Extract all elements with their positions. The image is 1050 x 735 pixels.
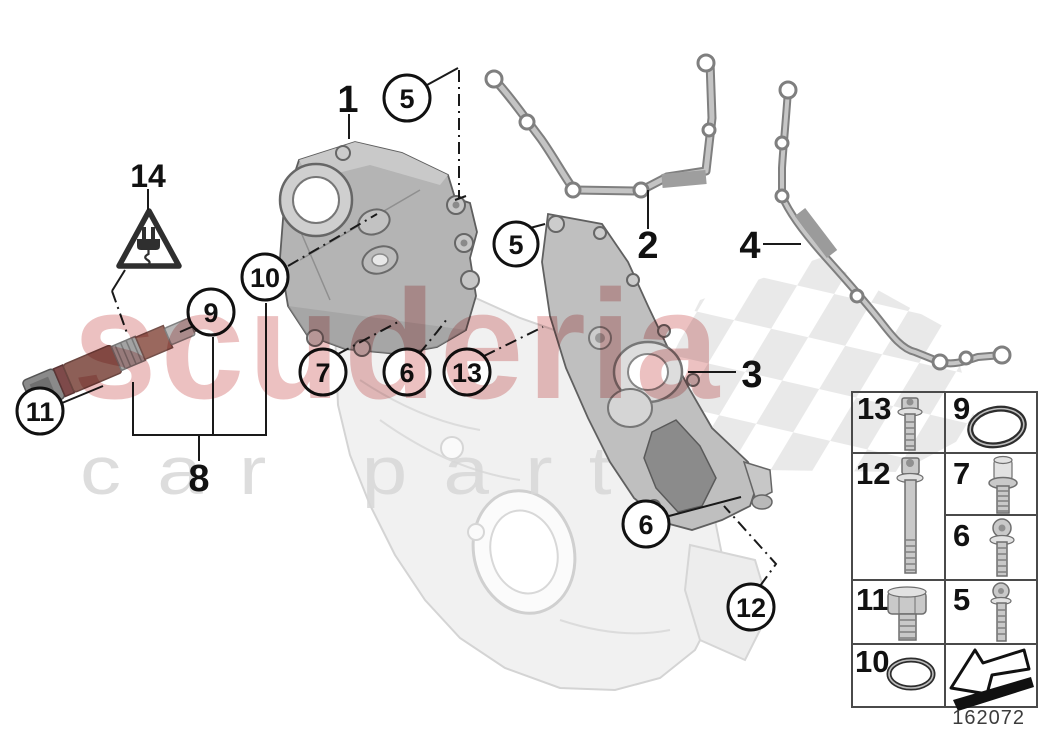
svg-text:7: 7 — [953, 456, 970, 491]
callout-label-1[interactable]: 1 — [337, 79, 358, 121]
parts-grid: 13 9 12 — [851, 391, 1038, 711]
svg-text:5: 5 — [399, 84, 414, 114]
grid-cell-12[interactable]: 12 — [856, 456, 924, 574]
svg-text:10: 10 — [250, 263, 280, 293]
grid-cell-9[interactable]: 9 — [953, 391, 1027, 449]
electrical-plug-icon — [137, 227, 160, 268]
svg-text:10: 10 — [855, 644, 889, 679]
svg-text:11: 11 — [26, 397, 55, 427]
callout-circle-6-upper[interactable]: 6 — [382, 347, 432, 397]
grid-cell-6[interactable]: 6 — [953, 518, 1015, 577]
timing-cover-part-3[interactable] — [541, 212, 773, 531]
callout-circle-5-top[interactable]: 5 — [382, 73, 432, 123]
gasket-part-4[interactable] — [774, 80, 1012, 371]
leader-lines — [61, 67, 801, 587]
svg-text:11: 11 — [856, 582, 889, 617]
svg-text:6: 6 — [399, 358, 414, 388]
callout-label-2[interactable]: 2 — [637, 225, 658, 267]
bracket-8 — [132, 303, 267, 461]
torx-flange-bolt-medium-icon — [989, 518, 1015, 577]
grid-cell-10[interactable]: 10 — [855, 644, 936, 691]
svg-text:6: 6 — [953, 518, 970, 553]
grid-cell-7[interactable]: 7 — [953, 455, 1018, 514]
callout-circle-11[interactable]: 11 — [15, 386, 65, 436]
svg-text:12: 12 — [736, 593, 766, 623]
callout-circle-12[interactable]: 12 — [726, 582, 776, 632]
callout-circle-10[interactable]: 10 — [240, 252, 290, 302]
chain-guide — [643, 419, 717, 513]
gasket-part-2[interactable] — [484, 53, 717, 199]
svg-text:5: 5 — [508, 230, 523, 260]
cylinder-head-collar-bolt-icon — [988, 455, 1018, 514]
upper-timing-cover-part-1[interactable] — [278, 141, 480, 357]
warning-triangle-icon — [116, 208, 182, 269]
grid-cell-13[interactable]: 13 — [857, 391, 923, 451]
doc-number: 162072 — [952, 707, 1025, 729]
grid-cell-11[interactable]: 11 — [856, 582, 927, 641]
watermark-brand: scuderia — [73, 258, 723, 431]
continuation-arrow-icon — [949, 648, 1034, 711]
o-ring-icon — [967, 405, 1027, 449]
hex-flange-bolt-icon — [887, 586, 927, 641]
o-ring-small-icon — [886, 657, 936, 691]
long-torx-flange-bolt-icon — [896, 457, 924, 574]
torx-flange-bolt-icon — [897, 397, 923, 451]
long-torx-bolt-thin-icon — [990, 582, 1012, 642]
callout-circle-13[interactable]: 13 — [442, 347, 492, 397]
svg-text:9: 9 — [203, 298, 218, 328]
callout-label-3[interactable]: 3 — [741, 354, 762, 396]
callout-circle-9[interactable]: 9 — [186, 287, 236, 337]
checkered-flag-watermark — [640, 258, 978, 472]
watermark-tagline: car parts — [80, 433, 725, 509]
callout-label-14[interactable]: 14 — [130, 158, 166, 194]
callout-label-4[interactable]: 4 — [739, 225, 760, 267]
callout-circle-5-mid[interactable]: 5 — [492, 220, 540, 268]
svg-text:13: 13 — [857, 391, 891, 426]
svg-text:7: 7 — [315, 358, 330, 388]
svg-text:5: 5 — [953, 582, 970, 617]
callout-label-8[interactable]: 8 — [188, 458, 209, 500]
callout-circle-6-lower[interactable]: 6 — [621, 499, 671, 549]
grid-cell-5[interactable]: 5 — [953, 582, 1012, 642]
grid-cell-arrow[interactable] — [949, 648, 1034, 711]
svg-text:12: 12 — [856, 456, 890, 491]
callout-circle-7[interactable]: 7 — [298, 347, 348, 397]
svg-text:6: 6 — [638, 510, 653, 540]
svg-text:13: 13 — [452, 358, 482, 388]
svg-text:9: 9 — [953, 391, 970, 426]
